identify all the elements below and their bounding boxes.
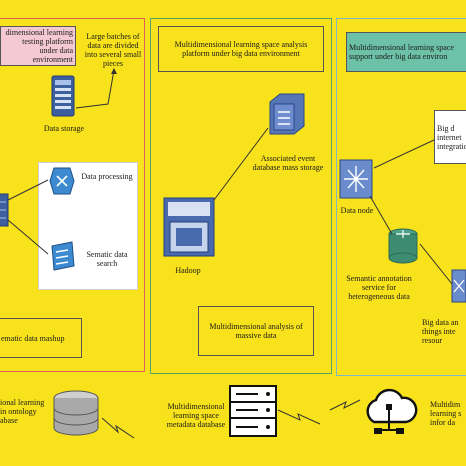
- ontology-db-label: ional learning in ontology abase: [0, 398, 45, 425]
- left-panel: [0, 18, 145, 372]
- annotation-to-iot-line: [419, 243, 453, 285]
- hadoop-to-storage-line: [213, 127, 269, 201]
- batches-note: Large batches of data are divided into s…: [84, 32, 142, 68]
- data-node-label: Data node: [340, 206, 374, 215]
- arrowhead: [111, 68, 117, 74]
- storage-array-icon: [268, 92, 306, 136]
- database-icon: [50, 388, 102, 440]
- right-panel: [336, 18, 466, 376]
- network-switch-icon: [48, 240, 76, 272]
- device-to-search-line: [7, 219, 49, 255]
- device-to-processing-line: [7, 179, 49, 201]
- metadata-db-label: Multidimensional learning space metadata…: [166, 402, 226, 429]
- info-db-label: Multidim learning s infor da: [430, 400, 462, 427]
- middle-panel: [150, 18, 332, 374]
- data-storage-label: Data storage: [43, 124, 85, 133]
- iot-resources-label: Big data an things inte resour: [422, 318, 459, 345]
- cloud-network-icon: [360, 386, 418, 438]
- hadoop-server-icon: [162, 196, 216, 258]
- massive-analysis-box: Multidimensional analysis of massive dat…: [198, 306, 314, 356]
- bottom-link-1: [101, 417, 135, 439]
- semantic-mashup-box: ematic data mashup: [0, 318, 82, 358]
- integration-box: Big d internet integratio: [434, 110, 466, 164]
- node-to-annotation-line: [369, 195, 393, 235]
- data-processing-label: Data processing: [81, 172, 133, 181]
- annotation-service-label: Semantic annotation service for heteroge…: [346, 274, 412, 301]
- metadata-server-icon: [228, 384, 278, 438]
- right-panel-title: Multidimensional learning space support …: [346, 32, 466, 72]
- left-panel-title: dimensional learning testing platform un…: [0, 26, 76, 66]
- hadoop-label: Hadoop: [175, 266, 201, 275]
- semantic-search-label: Sematic data search: [86, 250, 128, 268]
- data-node-icon: [336, 156, 376, 202]
- bottom-link-2: [277, 409, 321, 425]
- router-icon: [48, 166, 76, 196]
- event-storage-label: Associated event database mass storage: [252, 154, 324, 172]
- annotation-router-icon: [386, 226, 420, 266]
- bottom-link-3: [329, 399, 361, 411]
- middle-panel-title: Multidimensional learning space analysis…: [158, 26, 324, 72]
- server-icon: [0, 192, 12, 228]
- node-to-integration-line: [373, 139, 435, 169]
- server-rack-icon: [50, 74, 76, 118]
- storage-to-batches-arrow: [75, 69, 115, 109]
- iot-device-icon: [450, 268, 466, 304]
